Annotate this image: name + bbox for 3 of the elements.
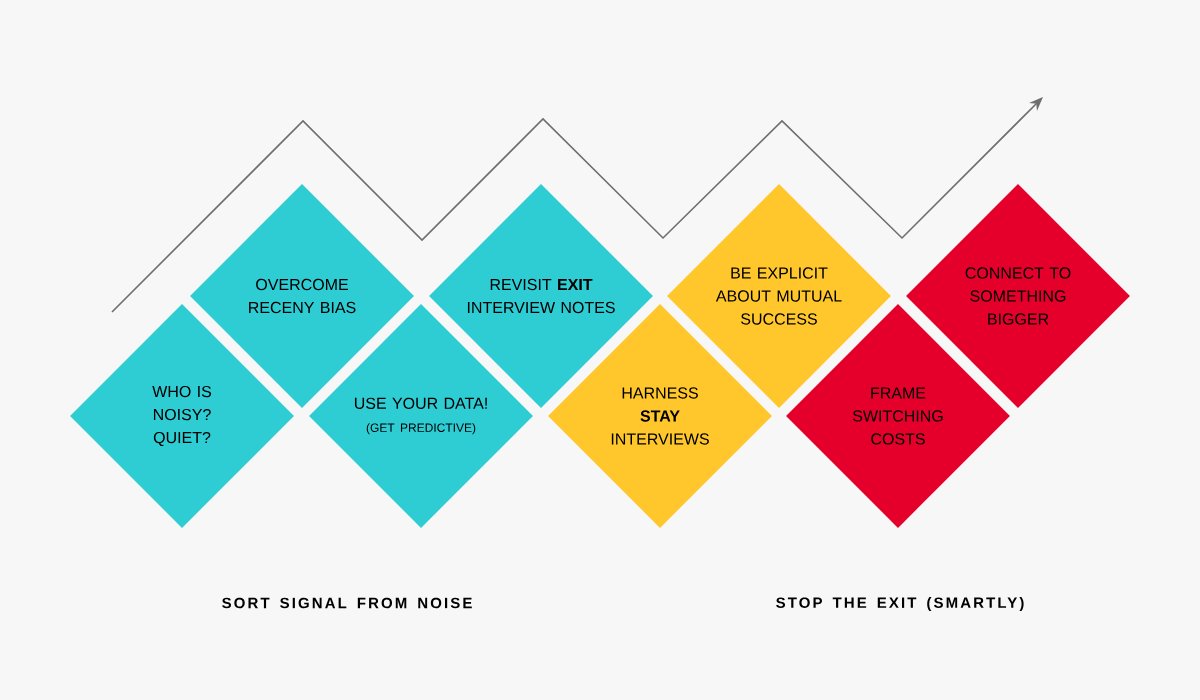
section-label: SORT SIGNAL FROM NOISE: [222, 597, 472, 609]
node-label: (GET PREDICTIVE): [366, 423, 476, 435]
section-label: STOP THE EXIT (SMARTLY): [776, 597, 1024, 611]
